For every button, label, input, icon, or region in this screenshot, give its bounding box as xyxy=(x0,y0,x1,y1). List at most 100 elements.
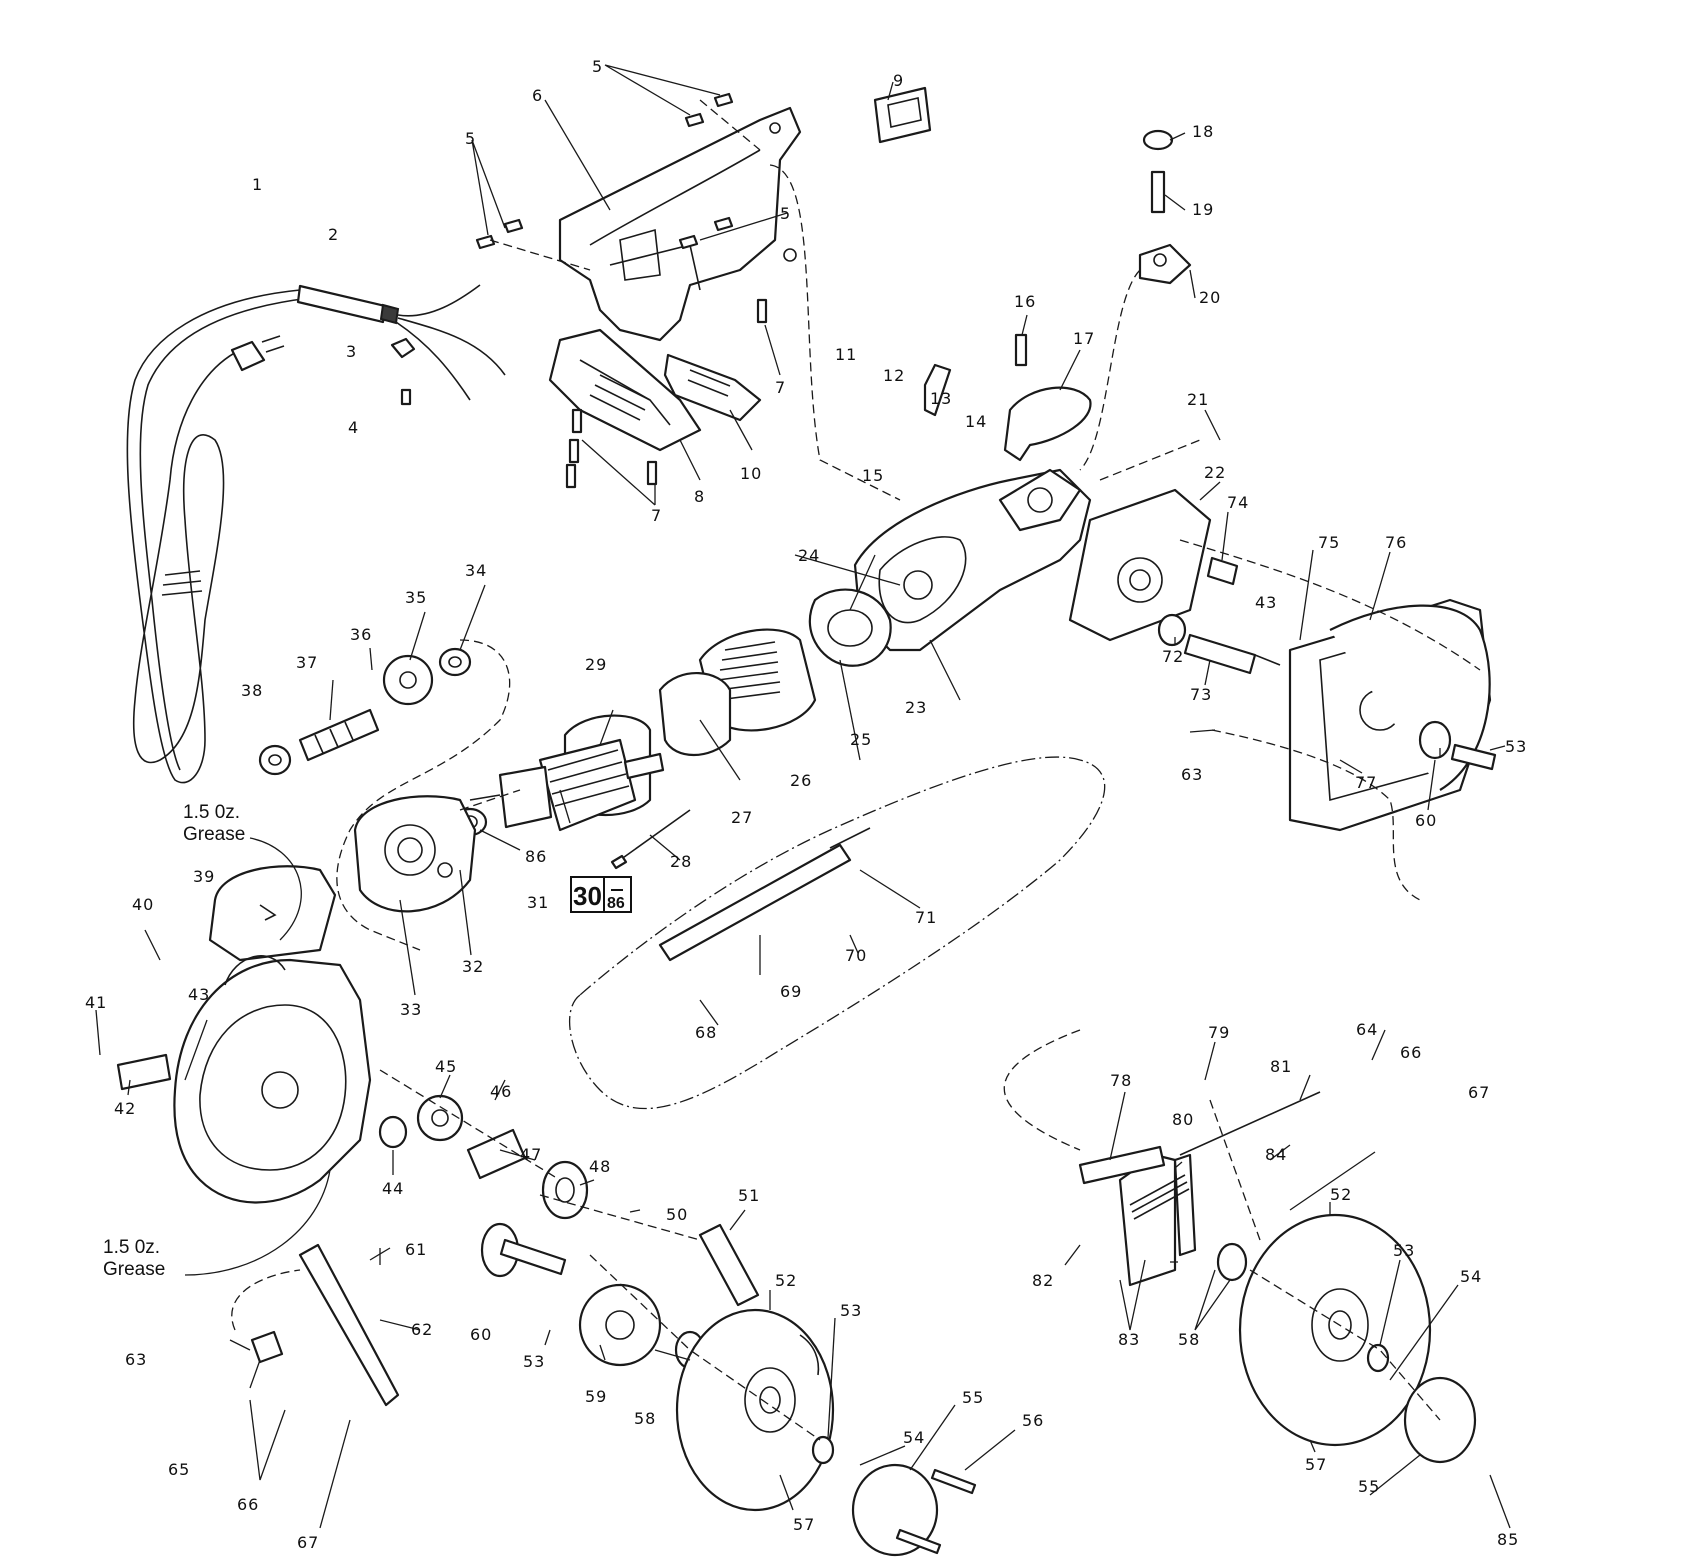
label-20: 20 xyxy=(1199,288,1221,307)
label-81: 81 xyxy=(1270,1057,1292,1076)
label-56: 56 xyxy=(1022,1411,1044,1430)
bearing-44 xyxy=(378,1115,408,1149)
label-29: 29 xyxy=(585,655,607,674)
label-67-right: 67 xyxy=(1468,1083,1490,1102)
label-60-left: 60 xyxy=(470,1325,492,1344)
cord-clamp xyxy=(390,337,416,406)
gear-45 xyxy=(416,1094,464,1142)
label-54-left: 54 xyxy=(903,1428,925,1447)
label-37: 37 xyxy=(296,653,318,672)
label-9: 9 xyxy=(893,71,904,90)
label-33: 33 xyxy=(400,1000,422,1019)
label-53-left-sprocket: 53 xyxy=(523,1352,545,1371)
label-16: 16 xyxy=(1014,292,1036,311)
gear-35 xyxy=(382,654,434,706)
label-32: 32 xyxy=(462,957,484,976)
label-73: 73 xyxy=(1190,685,1212,704)
screw-19 xyxy=(1150,170,1166,214)
label-64: 64 xyxy=(1356,1020,1378,1039)
label-53-right-housing: 53 xyxy=(1505,737,1527,756)
part-labels: 1 2 3 4 5 5 5 6 7 7 8 9 10 11 12 13 14 1… xyxy=(85,57,1527,1552)
label-57-left: 57 xyxy=(793,1515,815,1534)
plate-78 xyxy=(1078,1145,1166,1185)
label-8: 8 xyxy=(694,487,705,506)
grease-note-top-line2: Grease xyxy=(183,824,245,845)
screws-7 xyxy=(565,298,768,489)
label-48: 48 xyxy=(589,1157,611,1176)
bushing-60-right xyxy=(1418,720,1452,760)
label-82: 82 xyxy=(1032,1271,1054,1290)
wheel-52-right xyxy=(1238,1213,1432,1447)
bearing-38 xyxy=(258,744,292,776)
grease-callout-bottom-curve xyxy=(184,1169,331,1276)
field-case-27 xyxy=(658,672,732,757)
bearing-plate-33 xyxy=(353,795,477,913)
label-4: 4 xyxy=(348,418,359,437)
label-65: 65 xyxy=(168,1460,190,1479)
label-68: 68 xyxy=(695,1023,717,1042)
boxed-ref-main: 30 xyxy=(573,881,602,911)
fan-baffle-25 xyxy=(808,588,892,667)
label-35: 35 xyxy=(405,588,427,607)
label-43-right: 43 xyxy=(1255,593,1277,612)
bearing-34 xyxy=(438,647,472,677)
label-5-left: 5 xyxy=(465,129,476,148)
label-58-left: 58 xyxy=(634,1409,656,1428)
label-55-left: 55 xyxy=(962,1388,984,1407)
label-25: 25 xyxy=(850,730,872,749)
label-7-right: 7 xyxy=(775,378,786,397)
label-39: 39 xyxy=(193,867,215,886)
label-17: 17 xyxy=(1073,329,1095,348)
label-63-left: 63 xyxy=(125,1350,147,1369)
cord-protector xyxy=(296,284,506,401)
label-69: 69 xyxy=(780,982,802,1001)
cap-18 xyxy=(1142,129,1174,151)
label-19: 19 xyxy=(1192,200,1214,219)
label-11: 11 xyxy=(835,345,857,364)
label-12: 12 xyxy=(883,366,905,385)
label-42: 42 xyxy=(114,1099,136,1118)
label-76: 76 xyxy=(1385,533,1407,552)
label-59: 59 xyxy=(585,1387,607,1406)
label-21: 21 xyxy=(1187,390,1209,409)
knob-17 xyxy=(1003,386,1092,462)
grease-callout-top-curve xyxy=(249,837,302,941)
label-54-right: 54 xyxy=(1460,1267,1482,1286)
label-28: 28 xyxy=(670,852,692,871)
label-46: 46 xyxy=(490,1082,512,1101)
boxed-ref-sub: 86 xyxy=(607,895,625,912)
label-31: 31 xyxy=(527,893,549,912)
label-7-bottom: 7 xyxy=(651,506,662,525)
label-47: 47 xyxy=(520,1145,542,1164)
wheel-52-left xyxy=(675,1308,835,1512)
screw-28 xyxy=(610,809,691,870)
label-50: 50 xyxy=(666,1205,688,1224)
label-plate-42 xyxy=(116,1053,172,1091)
label-79: 79 xyxy=(1208,1023,1230,1042)
label-55-right: 55 xyxy=(1358,1477,1380,1496)
label-13: 13 xyxy=(930,389,952,408)
label-45: 45 xyxy=(435,1057,457,1076)
label-75: 75 xyxy=(1318,533,1340,552)
label-86: 86 xyxy=(525,847,547,866)
blade-71 xyxy=(568,756,1106,1110)
label-52-left: 52 xyxy=(775,1271,797,1290)
label-53-right-wheel: 53 xyxy=(1393,1241,1415,1260)
label-71: 71 xyxy=(915,908,937,927)
guide-block-65 xyxy=(250,1330,284,1364)
tension-bracket-83 xyxy=(1118,1153,1197,1287)
label-53-left-wheel: 53 xyxy=(840,1301,862,1320)
switch-trigger xyxy=(663,353,762,422)
label-72: 72 xyxy=(1162,647,1184,666)
spacer-74 xyxy=(1206,556,1239,586)
blade-guard-62 xyxy=(298,1243,400,1407)
label-62: 62 xyxy=(411,1320,433,1339)
label-43-left: 43 xyxy=(188,985,210,1004)
label-67-left: 67 xyxy=(297,1533,319,1552)
label-60-right: 60 xyxy=(1415,811,1437,830)
gear-cover-39 xyxy=(208,865,337,962)
retainer-55-left xyxy=(851,1463,939,1557)
label-63-right: 63 xyxy=(1181,765,1203,784)
